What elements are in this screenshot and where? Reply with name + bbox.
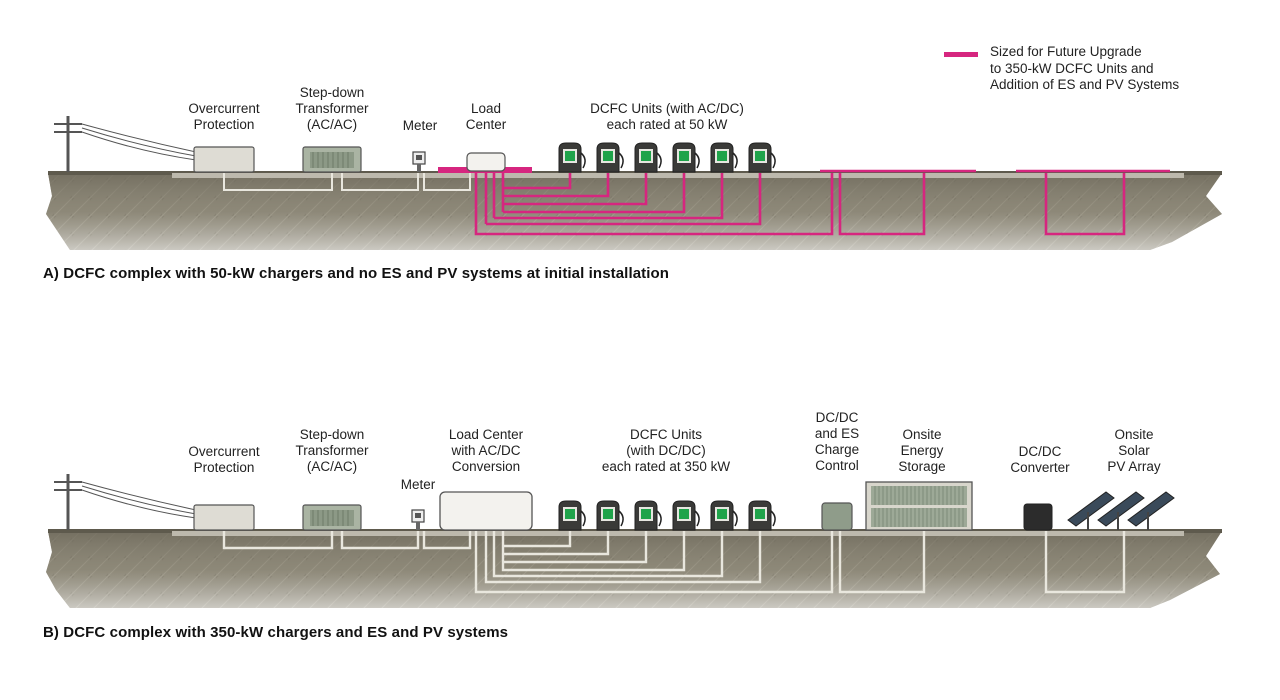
charger-unit-b-1 [558,500,586,531]
transformer-b [302,504,362,531]
label-b-load-center: Load Center with AC/DC Conversion [448,427,524,474]
overcurrent-box-b [193,504,255,531]
label-a-load-center: Load Center [465,101,507,132]
caption-a: A) DCFC complex with 50-kW chargers and … [43,265,670,282]
load-center-a [438,152,532,173]
ground-slab-b [46,529,1222,608]
label-a-overcurrent: Overcurrent Protection [188,101,260,132]
load-center-b [439,491,533,531]
conduits-b [222,531,1126,594]
caption-b: B) DCFC complex with 350-kW chargers and… [43,624,509,641]
meter-a [412,151,426,172]
solar-pv-array [1067,491,1175,530]
label-b-dcdc-converter: DC/DC Converter [1010,444,1070,475]
ground-slab-a [46,171,1222,250]
label-b-meter: Meter [400,477,436,492]
charger-unit-a-1 [558,142,586,173]
charger-unit-a-3 [634,142,662,173]
label-b-solar: Onsite Solar PV Array [1107,427,1161,474]
label-a-dcfc: DCFC Units (with AC/DC) each rated at 50… [590,101,744,132]
transformer-a [302,146,362,173]
es-charge-control-cabinet [821,502,853,531]
utility-pole-b [54,474,197,530]
charger-unit-b-2 [596,500,624,531]
label-a-meter: Meter [402,118,438,133]
charger-unit-b-3 [634,500,662,531]
charger-unit-b-6 [748,500,776,531]
legend-swatch [944,52,978,57]
label-a-transformer: Step-down Transformer (AC/AC) [295,85,369,132]
legend-text: Sized for Future Upgrade to 350-kW DCFC … [990,44,1180,92]
label-b-storage: Onsite Energy Storage [898,427,946,474]
conduits-future-a [474,169,1170,236]
charger-unit-a-4 [672,142,700,173]
label-b-overcurrent: Overcurrent Protection [188,444,260,475]
label-b-transformer: Step-down Transformer (AC/AC) [295,427,369,474]
meter-b [411,509,425,530]
label-b-dcdc-es: DC/DC and ES Charge Control [814,410,860,473]
dcdc-converter-unit [1023,503,1053,531]
label-b-dcfc: DCFC Units (with DC/DC) each rated at 35… [601,427,731,474]
conduits-initial-a [223,173,471,191]
charger-unit-b-5 [710,500,738,531]
charger-unit-b-4 [672,500,700,531]
energy-storage-unit [865,481,973,531]
charger-unit-a-2 [596,142,624,173]
overcurrent-box-a [193,146,255,173]
charger-unit-a-6 [748,142,776,173]
charger-unit-a-5 [710,142,738,173]
